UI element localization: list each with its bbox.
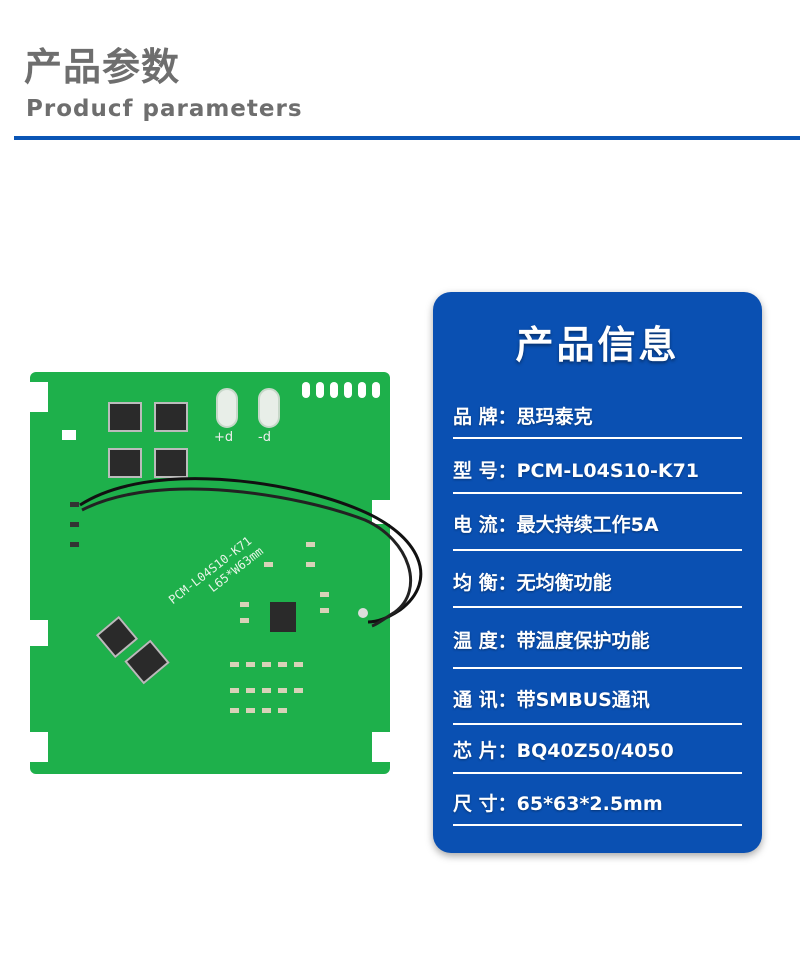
solder-pad <box>30 620 48 646</box>
spec-label: 通 讯： <box>453 689 517 711</box>
solder-pad <box>30 382 48 412</box>
spec-value: 最大持续工作5A <box>516 514 659 536</box>
spec-row-communication: 通 讯：带SMBUS通讯 <box>453 685 743 712</box>
row-divider <box>453 437 742 439</box>
row-divider <box>453 549 742 551</box>
row-divider <box>453 772 742 774</box>
spec-row-temperature: 温 度：带温度保护功能 <box>453 626 743 653</box>
row-divider <box>453 606 742 608</box>
spec-label: 芯 片： <box>453 740 517 762</box>
spec-row-chip: 芯 片：BQ40Z50/4050 <box>453 736 743 763</box>
spec-label: 尺 寸： <box>453 793 517 815</box>
spec-value: 65*63*2.5mm <box>516 793 663 815</box>
spec-value: 思玛泰克 <box>516 406 593 428</box>
mosfet-chip <box>154 402 188 432</box>
spec-row-balance: 均 衡：无均衡功能 <box>453 568 743 595</box>
pcb-product-image: +d -d PCM-L04S10-K71 L65*W63mm <box>30 372 390 774</box>
solder-pad <box>372 732 390 762</box>
spec-value: PCM-L04S10-K71 <box>516 460 700 482</box>
mosfet-chip <box>108 448 142 478</box>
pad-plus-d <box>216 388 238 428</box>
spec-row-model: 型 号：PCM-L04S10-K71 <box>453 456 743 483</box>
pad-label: -d <box>258 430 271 445</box>
row-divider <box>453 723 742 725</box>
row-divider <box>453 492 742 494</box>
spec-label: 型 号： <box>453 460 517 482</box>
header-divider <box>14 136 800 140</box>
spec-row-brand: 品 牌：思玛泰克 <box>453 402 743 429</box>
spec-label: 温 度： <box>453 630 517 652</box>
solder-pad <box>30 732 48 762</box>
pad-minus-d <box>258 388 280 428</box>
mosfet-chip <box>154 448 188 478</box>
spec-value: BQ40Z50/4050 <box>516 740 674 762</box>
spec-value: 带温度保护功能 <box>516 630 650 652</box>
ic-chip <box>270 602 296 632</box>
section-title-cn: 产品参数 <box>24 45 181 89</box>
card-title: 产品信息 <box>515 323 680 367</box>
spec-label: 均 衡： <box>453 572 517 594</box>
spec-row-current: 电 流：最大持续工作5A <box>453 510 743 537</box>
spec-value: 带SMBUS通讯 <box>516 689 650 711</box>
row-divider <box>453 667 742 669</box>
product-info-card: 产品信息 品 牌：思玛泰克 型 号：PCM-L04S10-K71 电 流：最大持… <box>433 292 762 853</box>
row-divider <box>453 824 742 826</box>
solder-pad <box>62 430 76 440</box>
pad-label: +d <box>214 430 234 445</box>
spec-row-size: 尺 寸：65*63*2.5mm <box>453 789 743 816</box>
spec-value: 无均衡功能 <box>516 572 612 594</box>
spec-label: 电 流： <box>453 514 517 536</box>
spec-label: 品 牌： <box>453 406 517 428</box>
section-title-en: Producf parameters <box>26 96 303 122</box>
mosfet-chip <box>108 402 142 432</box>
